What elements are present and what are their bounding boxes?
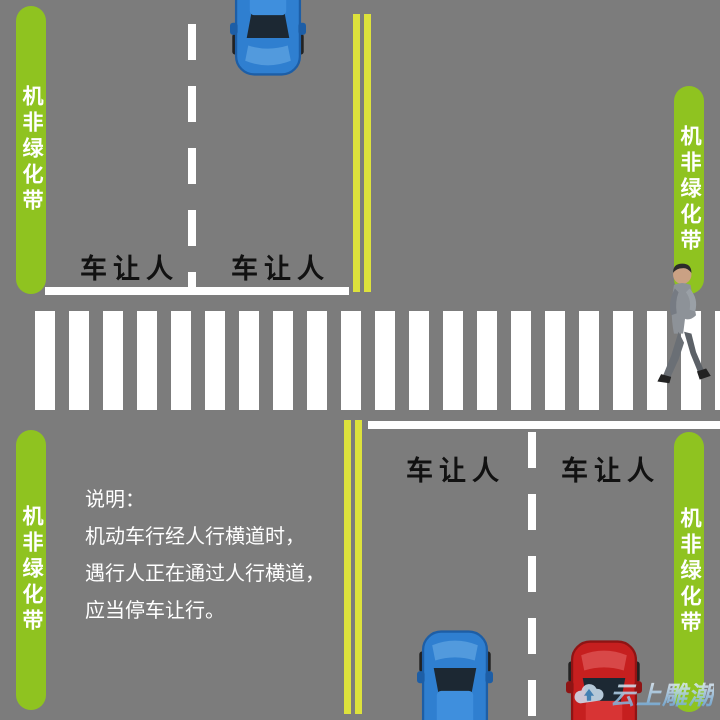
green-belt-label: 机非绿化带 bbox=[678, 125, 701, 255]
green-belt-top-left: 机非绿化带 bbox=[16, 6, 46, 294]
double-yellow-line-top bbox=[353, 14, 371, 292]
explanation-line: 机动车行经人行横道时， bbox=[85, 526, 305, 548]
yield-text-bottom-right: 车让人 bbox=[561, 456, 660, 486]
blue-car-bottom-icon bbox=[417, 628, 493, 720]
green-belt-label: 机非绿化带 bbox=[20, 505, 43, 635]
explanation-title: 说明： bbox=[85, 489, 145, 511]
explanation-line: 遇行人正在通过人行横道， bbox=[85, 563, 325, 585]
green-belt-top-right: 机非绿化带 bbox=[674, 86, 704, 294]
lane-divider-dashed-bottom bbox=[528, 432, 536, 716]
stop-line-bottom bbox=[368, 421, 720, 429]
blue-car-top-icon bbox=[230, 0, 306, 78]
zebra-crosswalk bbox=[35, 311, 720, 410]
green-belt-bottom-left: 机非绿化带 bbox=[16, 430, 46, 710]
lane-divider-dashed-top bbox=[188, 24, 196, 288]
green-belt-label: 机非绿化带 bbox=[678, 507, 701, 637]
explanation-block: 说明： 机动车行经人行横道时， 遇行人正在通过人行横道， 应当停车让行。 bbox=[85, 482, 325, 630]
pedestrian-icon bbox=[648, 260, 720, 398]
stop-line-top bbox=[45, 287, 349, 295]
watermark: 云上雕潮 bbox=[572, 676, 714, 712]
explanation-line: 应当停车让行。 bbox=[85, 600, 225, 622]
green-belt-label: 机非绿化带 bbox=[20, 85, 43, 215]
green-belt-bottom-right: 机非绿化带 bbox=[674, 432, 704, 712]
yield-text-top-left: 车让人 bbox=[80, 254, 179, 284]
cloud-logo-icon bbox=[574, 684, 604, 704]
double-yellow-line-bottom bbox=[344, 420, 362, 714]
yield-text-top-right: 车让人 bbox=[231, 254, 330, 284]
yield-text-bottom-left: 车让人 bbox=[406, 456, 505, 486]
watermark-text: 云上雕潮 bbox=[610, 676, 714, 712]
